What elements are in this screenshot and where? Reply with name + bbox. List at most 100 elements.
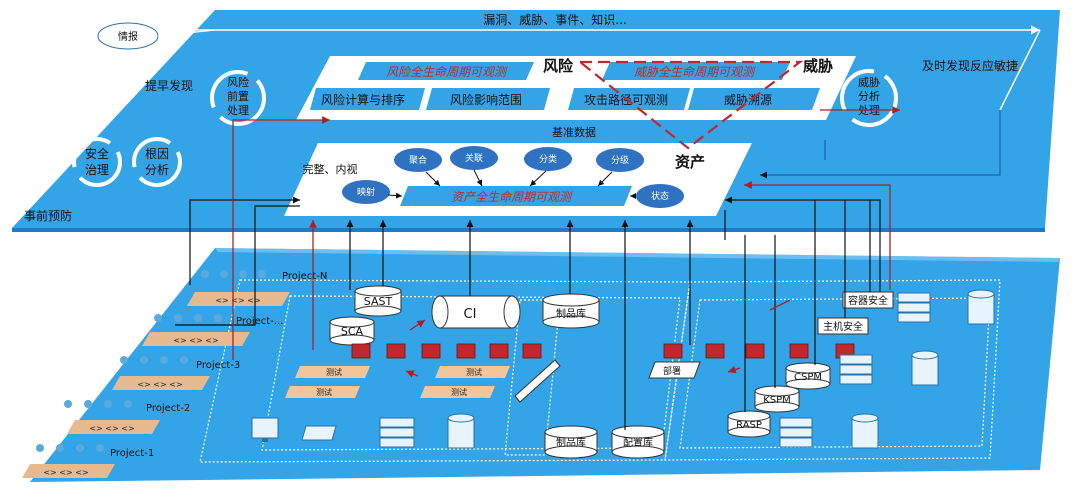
threat-life-label: 威胁全生命周期可观测	[634, 65, 756, 79]
project-label: Project-3	[196, 360, 240, 371]
database-icon	[967, 289, 995, 325]
svg-text:RASP: RASP	[736, 420, 762, 431]
svg-text:处理: 处理	[227, 104, 249, 117]
top-banner: 漏洞、威胁、事件、知识...	[483, 12, 626, 27]
project-label: Project-N	[282, 271, 327, 282]
risk-front-cycle: 风险 前置 处理	[210, 70, 266, 126]
ci-pipe: CI	[431, 295, 521, 329]
server-icon	[839, 354, 873, 385]
project-row: <> <> <> Project-1	[22, 444, 154, 478]
code-label: <> <> <>	[89, 424, 134, 433]
security-gov-cycle: 安全 治理	[72, 137, 122, 187]
svg-text:状态: 状态	[651, 190, 669, 202]
database-icon	[911, 350, 939, 386]
svg-text:威胁: 威胁	[858, 75, 880, 89]
svg-text:分析: 分析	[145, 163, 169, 177]
svg-text:关联: 关联	[465, 152, 483, 164]
svg-text:部署: 部署	[663, 365, 681, 377]
svg-text:主机安全: 主机安全	[823, 320, 863, 333]
cspm-cylinder: CSPM	[785, 362, 831, 390]
project-stack: <> <> <> Project-N <> <> <> Project-... …	[22, 270, 327, 478]
server-icon	[897, 292, 931, 323]
artifact-repo-2: 制品库	[544, 425, 598, 459]
project-label: Project-1	[110, 448, 154, 459]
database-icon	[447, 413, 475, 449]
prevention-label: 事前预防	[24, 208, 72, 223]
svg-text:聚合: 聚合	[409, 154, 427, 166]
oval-relate	[450, 146, 498, 170]
svg-text:配置库: 配置库	[623, 436, 653, 449]
oval-grade	[596, 148, 644, 172]
svg-text:前置: 前置	[227, 89, 249, 103]
code-label: <> <> <>	[137, 380, 182, 389]
svg-text:CI: CI	[464, 307, 477, 322]
svg-text:SAST: SAST	[364, 295, 393, 308]
asset-ovals	[342, 146, 684, 208]
svg-text:安全: 安全	[85, 146, 109, 161]
threat-trace-label: 威胁溯源	[724, 92, 772, 107]
monitor-icon	[251, 417, 279, 442]
test-strips: 测试 测试 测试 测试	[285, 366, 510, 398]
project-row: <> <> <> Project-N	[187, 270, 327, 306]
svg-text:测试: 测试	[466, 367, 482, 377]
sast-cylinder: SAST	[354, 285, 402, 317]
asset-title: 资产	[675, 153, 705, 171]
code-label: <> <> <>	[43, 468, 88, 477]
code-label: <> <> <>	[173, 336, 218, 345]
project-row: <> <> <> Project-...	[142, 314, 283, 346]
svg-text:分类: 分类	[539, 153, 557, 165]
oval-status	[636, 184, 684, 208]
risk-title: 风险	[543, 57, 574, 75]
config-repo: 配置库	[611, 425, 665, 459]
risk-calc-label: 风险计算与排序	[321, 92, 405, 107]
svg-text:测试: 测试	[326, 367, 342, 377]
rasp-cylinder: RASP	[727, 410, 771, 438]
oval-mapping	[342, 180, 390, 204]
svg-text:治理: 治理	[85, 163, 109, 177]
intel-cloud: 情报	[97, 22, 159, 50]
pipeline-blocks-left	[351, 343, 542, 359]
deploy-block: 部署	[648, 361, 701, 379]
root-cause-cycle: 根因 分析	[132, 137, 182, 187]
oval-classify	[524, 147, 572, 171]
container-security-label: 容器安全	[842, 291, 894, 309]
early-detect-label: 提早发现	[145, 78, 193, 93]
svg-text:分析: 分析	[858, 89, 880, 103]
svg-text:根因: 根因	[145, 147, 169, 161]
svg-text:测试: 测试	[451, 387, 467, 397]
project-row: <> <> <> Project-2	[64, 400, 190, 434]
project-row: <> <> <> Project-3	[112, 356, 240, 390]
svg-text:情报: 情报	[118, 30, 138, 43]
svg-text:KSPM: KSPM	[763, 395, 791, 406]
svg-text:映射: 映射	[357, 186, 375, 198]
risk-scope-label: 风险影响范围	[450, 92, 522, 107]
risk-threat-asset-triangle	[576, 60, 804, 150]
threat-title: 威胁	[803, 57, 833, 75]
baseline-label: 基准数据	[552, 125, 596, 139]
svg-text:CSPM: CSPM	[794, 372, 822, 383]
code-label: <> <> <>	[215, 296, 260, 305]
svg-text:制品库: 制品库	[556, 307, 586, 320]
risk-life-label: 风险全生命周期可观测	[386, 65, 508, 79]
svg-text:制品库: 制品库	[556, 436, 586, 449]
svg-text:测试: 测试	[316, 387, 332, 397]
red-connectors	[232, 106, 900, 378]
kspm-cylinder: KSPM	[754, 385, 800, 413]
blue-connectors	[760, 110, 1001, 179]
svg-text:容器安全: 容器安全	[848, 294, 888, 307]
svg-text:风险: 风险	[227, 75, 249, 89]
svg-text:分级: 分级	[611, 154, 629, 166]
project-label: Project-2	[146, 403, 190, 414]
deploy-bar	[514, 359, 561, 403]
svg-text:SCA: SCA	[341, 325, 364, 338]
keyboard-icon	[301, 425, 337, 441]
asset-life-label: 资产全生命周期可观测	[451, 190, 573, 204]
server-icon	[779, 417, 813, 448]
oval-aggregate	[394, 148, 442, 172]
timely-label: 及时发现反应敏捷	[922, 58, 1018, 73]
complete-label: 完整、内视	[303, 162, 358, 176]
sca-cylinder: SCA	[329, 316, 375, 346]
artifact-repo: 制品库	[542, 293, 600, 329]
project-label: Project-...	[236, 316, 283, 327]
